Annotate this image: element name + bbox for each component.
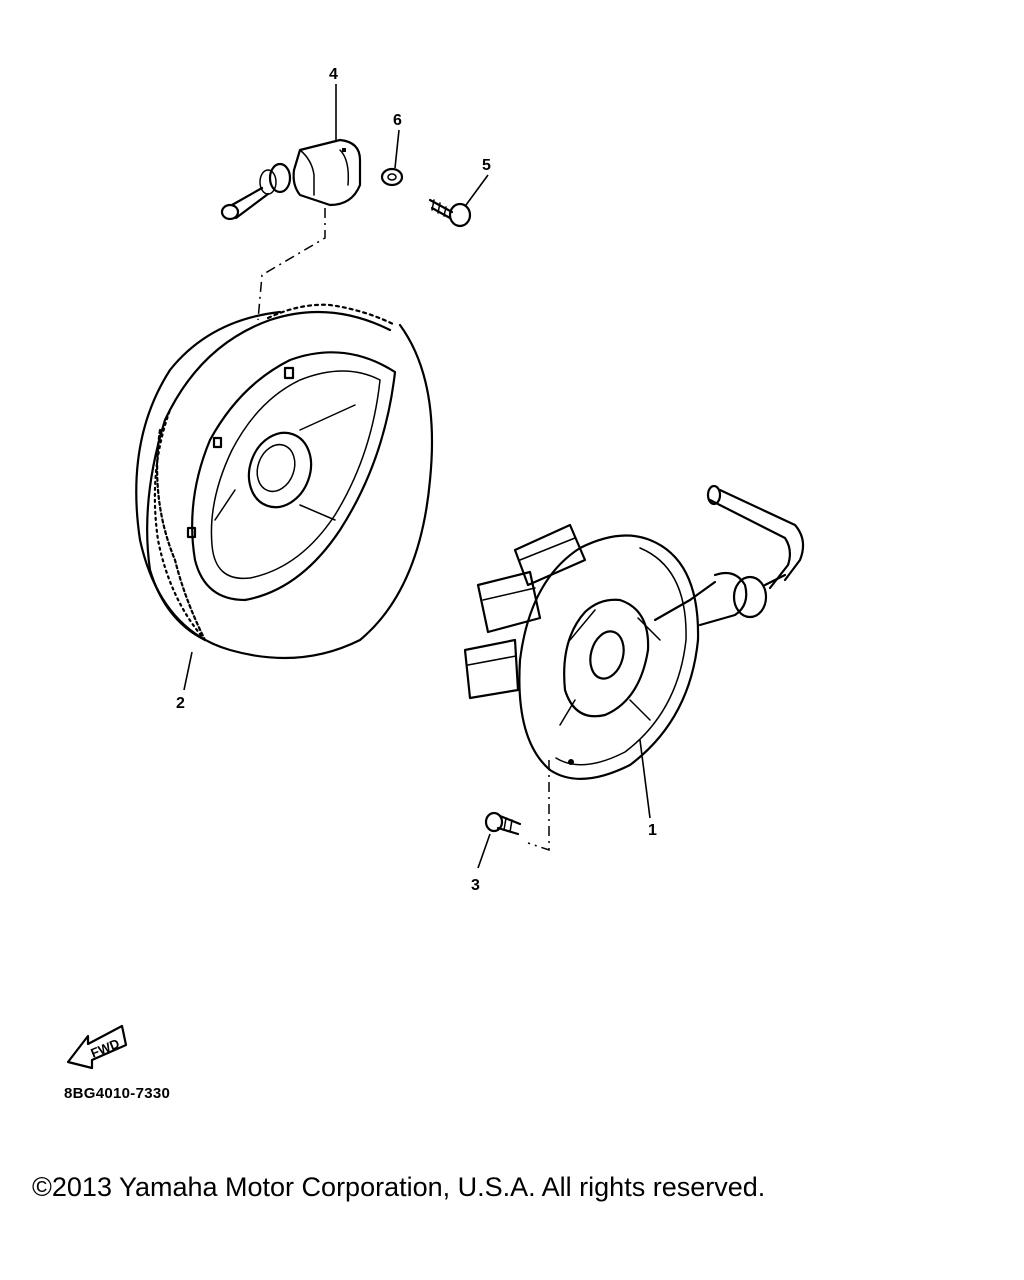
callout-3[interactable]: 3 (471, 877, 480, 894)
forward-arrow-icon: FWD (66, 1024, 128, 1070)
callout-6[interactable]: 6 (393, 112, 402, 129)
copyright-notice: ©2013 Yamaha Motor Corporation, U.S.A. A… (32, 1172, 766, 1202)
stator-assembly-icon[interactable] (463, 484, 805, 780)
washer-icon[interactable] (380, 167, 404, 187)
screw-icon[interactable] (484, 811, 522, 836)
pickup-coil-icon[interactable] (220, 138, 362, 221)
bolt-icon[interactable] (428, 198, 472, 228)
callout-4[interactable]: 4 (329, 66, 338, 83)
callout-2[interactable]: 2 (176, 695, 185, 712)
diagram-reference-code: 8BG4010-7330 (64, 1085, 171, 1102)
flywheel-rotor-icon[interactable] (135, 303, 434, 660)
fwd-label: FWD (89, 1036, 122, 1061)
callout-5[interactable]: 5 (482, 157, 491, 174)
callout-1[interactable]: 1 (648, 822, 657, 839)
